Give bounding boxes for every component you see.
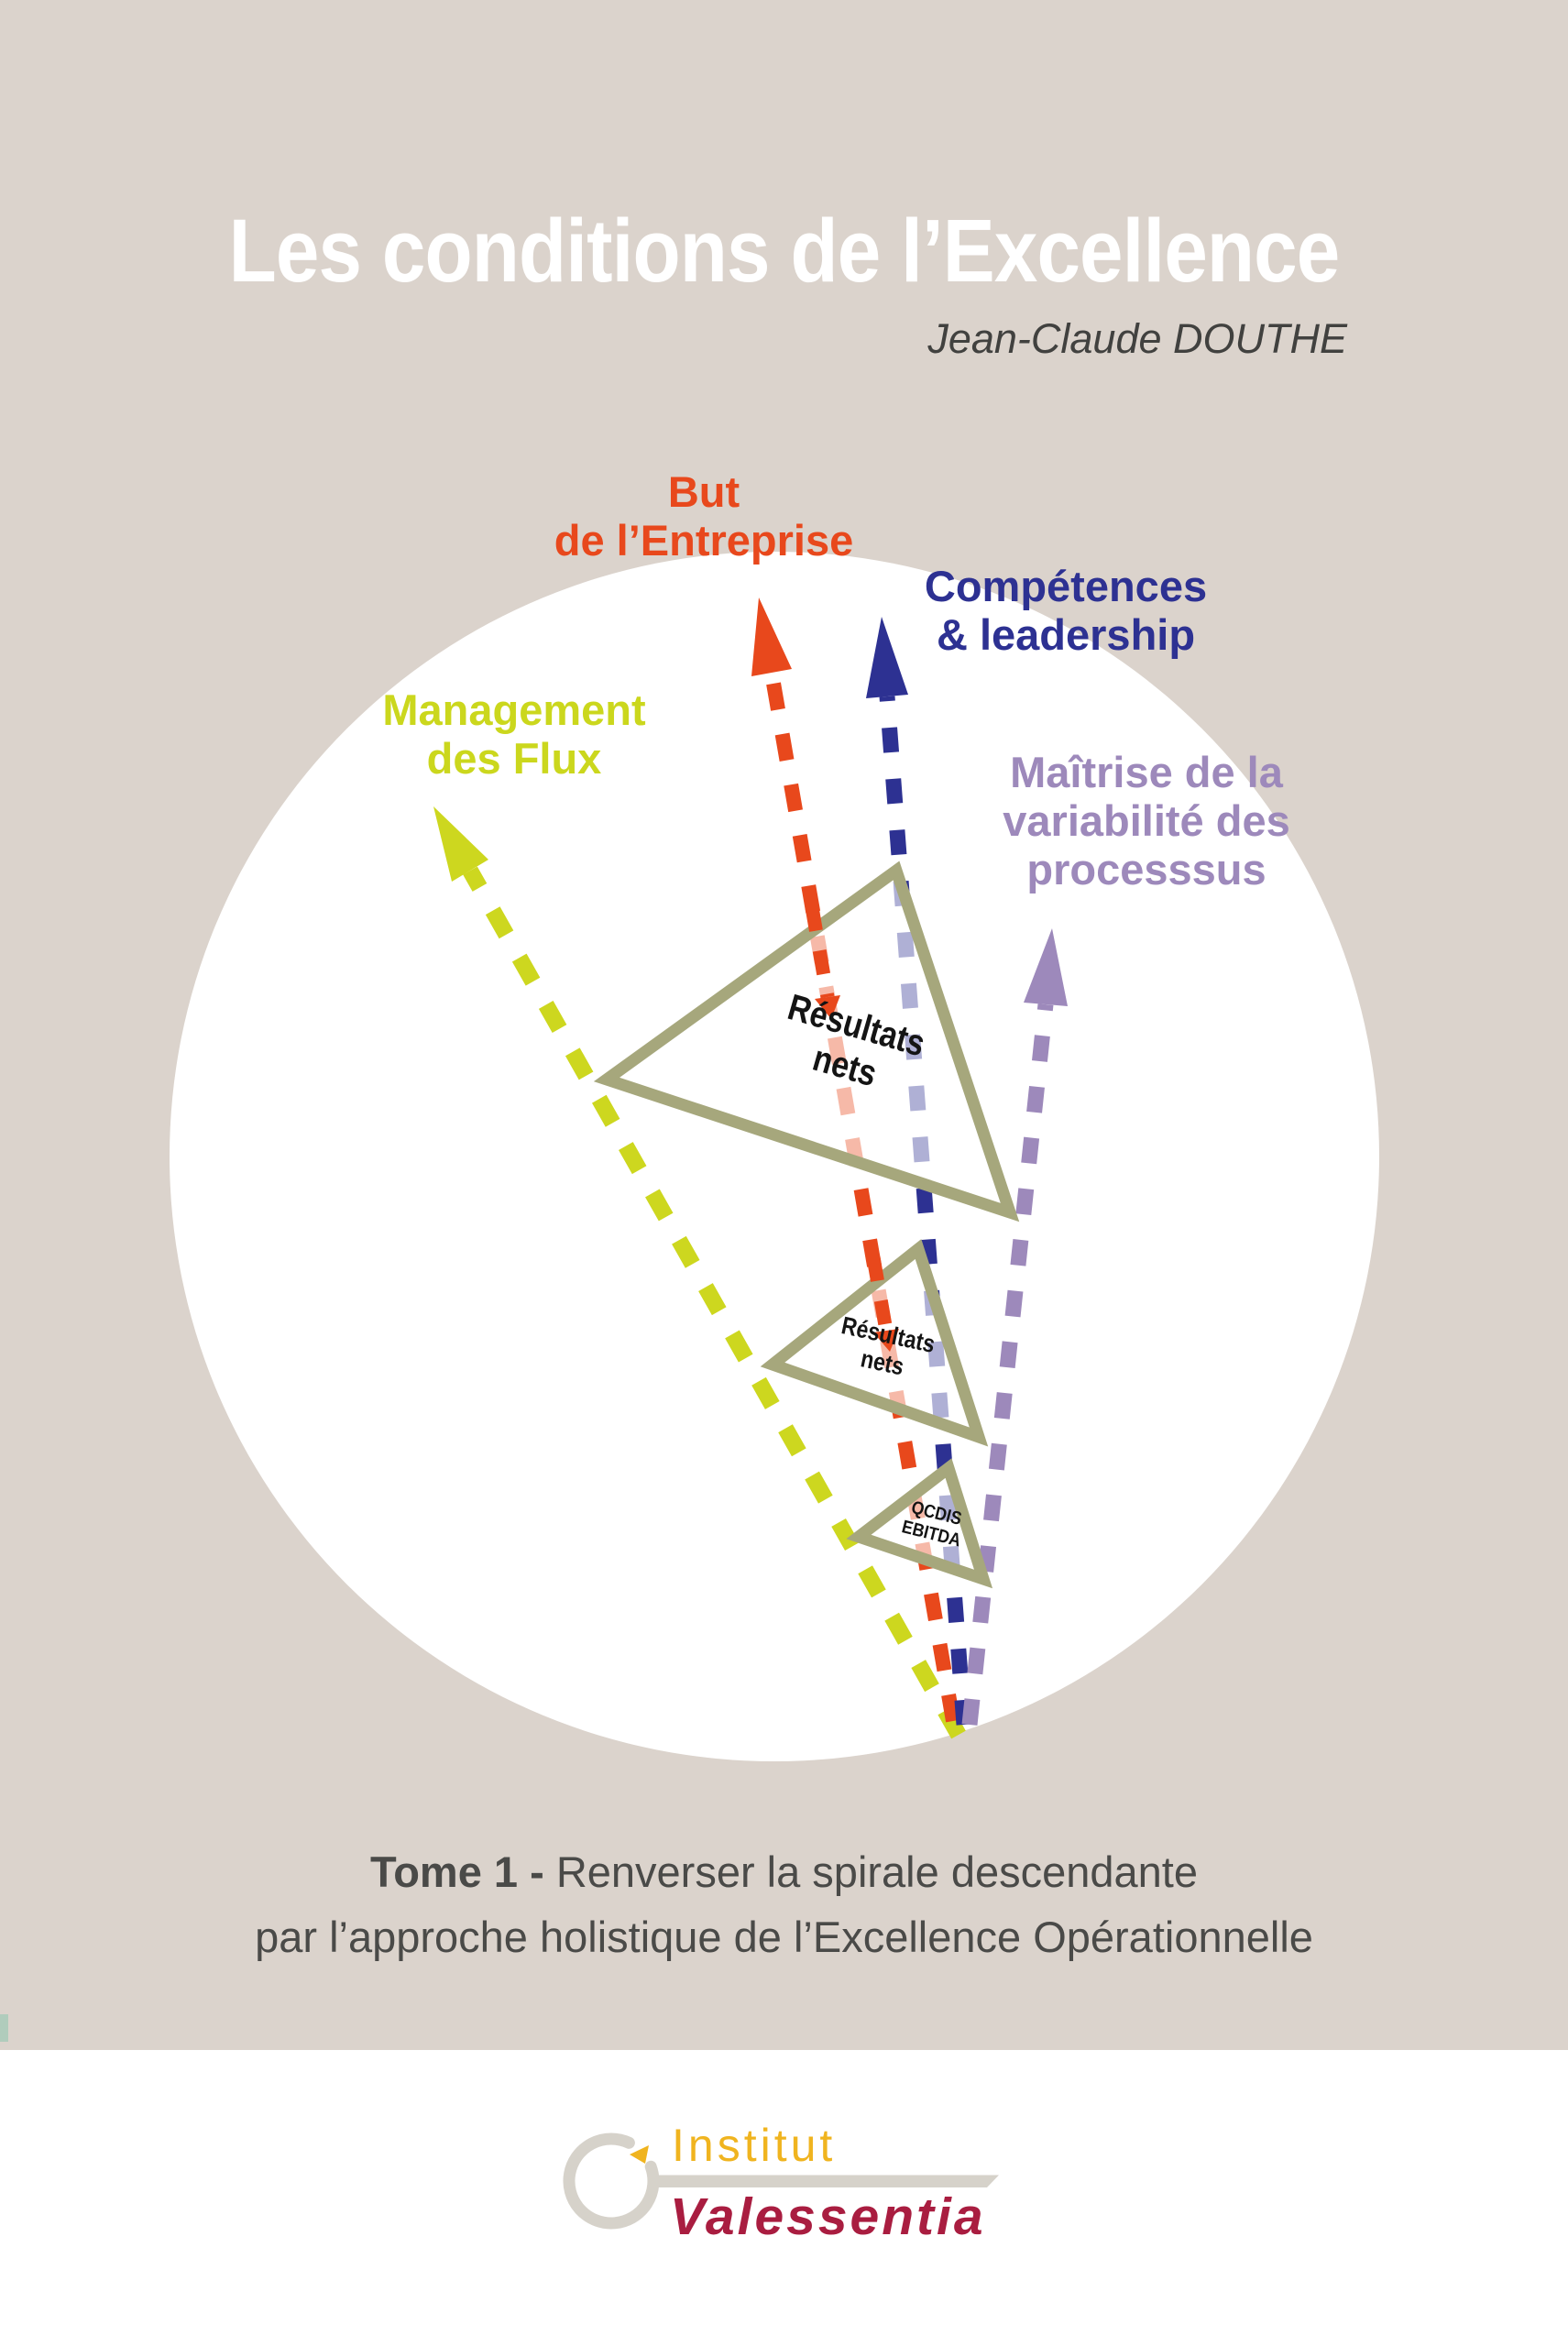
competences-arrowhead [866,617,908,698]
goal-label: But de l’Entreprise [554,467,854,565]
variability-label: Maîtrise de la variabilité des processsu… [1003,748,1290,894]
subtitle: Tome 1 - Renverser la spirale descendant… [0,1840,1568,1969]
descending-red-line-medium [866,1255,894,1332]
results-triangle-medium [760,1239,989,1447]
descending-arrowhead-medium [873,1329,899,1352]
logo-play-icon [630,2145,649,2164]
competences-label: Compétences & leadership [924,562,1208,660]
logo-bar [652,2175,999,2187]
edge-artifact [0,2014,8,2042]
subtitle-volume: Tome 1 - [369,1847,556,1896]
results-triangle-small [846,1458,993,1589]
spotlight-circle [170,552,1379,1761]
subtitle-line1: Tome 1 - Renverser la spirale descendant… [0,1840,1568,1905]
goal-arrowhead [751,597,792,676]
flux-arrow-line [463,866,966,1739]
flux-label: Management des Flux [382,685,646,784]
variability-arrow-line [961,1003,1054,1726]
logo-ring [563,2132,660,2230]
subtitle-line1-text: Renverser la spirale descendante [555,1847,1198,1896]
white-footer-band [0,2050,1568,2346]
page-title: Les conditions de l’Excellence [228,201,1341,301]
flux-arrowhead [433,806,488,882]
descending-arrowhead-large [815,995,840,1019]
subtitle-line2: par l’approche holistique de l’Excellenc… [255,1912,1313,1961]
variability-arrowhead [1024,928,1068,1006]
logo-valessentia-text: Valessentia [670,2187,986,2246]
results-triangle-large [593,861,1020,1222]
descending-red-line-large [805,905,835,999]
logo-institut-text: Institut [672,2120,837,2171]
author-name: Jean-Claude DOUTHE [927,315,1347,362]
